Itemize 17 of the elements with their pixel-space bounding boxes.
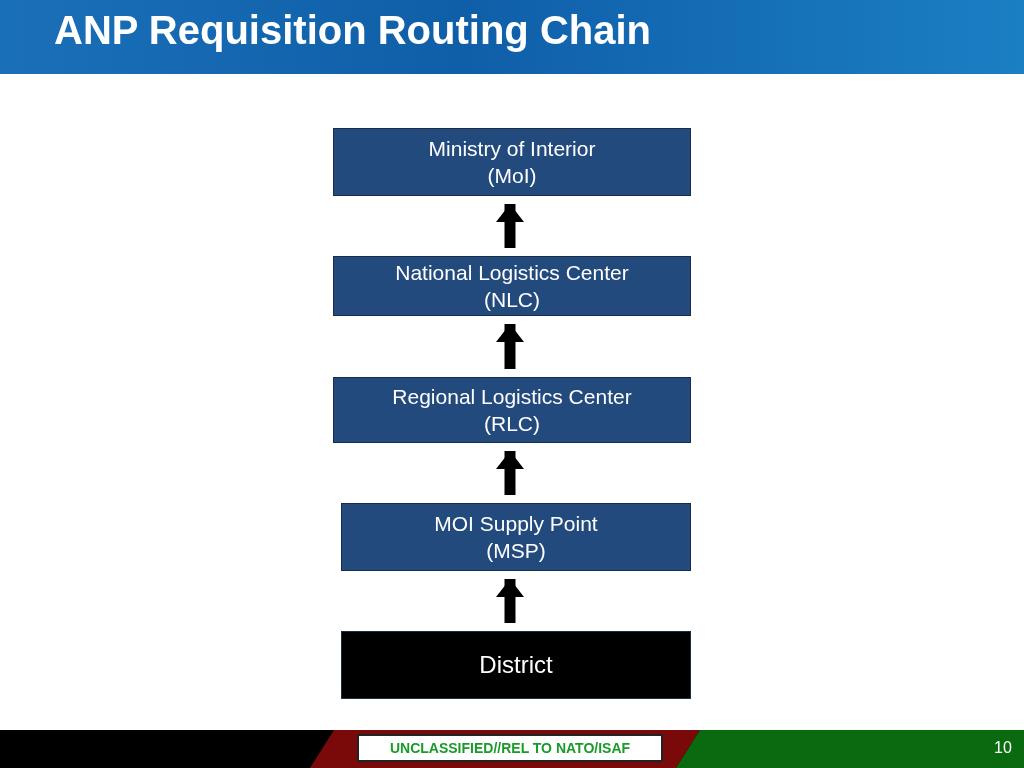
arrow bbox=[496, 451, 524, 495]
org-box bbox=[341, 503, 691, 571]
org-box bbox=[333, 377, 691, 443]
node-label: National Logistics Center (NLC) bbox=[394, 259, 630, 313]
page-number: 10 bbox=[994, 739, 1012, 757]
arrow bbox=[496, 204, 524, 248]
slide-title: ANP Requisition Routing Chain bbox=[54, 8, 651, 53]
classification-banner: UNCLASSIFIED//REL TO NATO/ISAF bbox=[357, 734, 663, 762]
arrow bbox=[496, 324, 524, 369]
district-box bbox=[341, 631, 691, 699]
node-label: Regional Logistics Center (RLC) bbox=[391, 383, 633, 437]
node-label: District bbox=[479, 650, 553, 681]
org-box bbox=[333, 256, 691, 316]
node-label: Ministry of Interior (MoI) bbox=[427, 135, 597, 189]
node-label: MOI Supply Point (MSP) bbox=[433, 510, 599, 564]
org-box bbox=[333, 128, 691, 196]
arrow bbox=[496, 579, 524, 623]
